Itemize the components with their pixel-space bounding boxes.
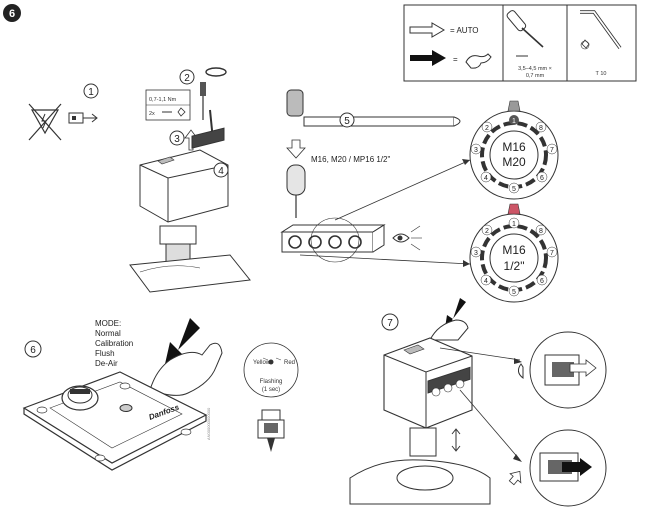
screwdriver-icon — [506, 10, 544, 57]
no-power-warning-icon — [28, 103, 62, 141]
step-7-install: 7 — [349, 298, 522, 505]
side-code: AN000000000000 — [206, 407, 211, 440]
thread-insert-strip — [280, 217, 386, 263]
svg-text:1: 1 — [512, 221, 516, 228]
mode-item-normal: Normal — [95, 329, 121, 338]
svg-text:3: 3 — [474, 250, 478, 257]
led-flashing-label: Flashing — [260, 379, 283, 385]
thread-dial-top: M16 M20 1 2 3 4 5 6 7 8 — [469, 100, 559, 200]
step-4-number: 4 — [218, 166, 224, 177]
svg-text:6: 6 — [540, 278, 544, 285]
screwdriver-spec-line2: 0,7 mm — [526, 73, 545, 79]
legend-auto-label: = AUTO — [450, 26, 479, 35]
svg-text:2: 2 — [485, 228, 489, 235]
mode-title: MODE: — [95, 319, 121, 328]
dial-bottom-line1: M16 — [502, 243, 526, 257]
solid-arrow-icon — [410, 50, 446, 66]
svg-text:5: 5 — [512, 186, 516, 193]
led-interval-label: (1 sec) — [262, 387, 280, 393]
step-2-4-actuator: 0,7-1,1 Nm 2x 2 3 4 — [129, 67, 251, 293]
torque-value: 0,7-1,1 Nm — [149, 97, 177, 103]
hand-icon — [465, 53, 492, 69]
page-badge: 6 — [3, 4, 21, 22]
dial-top-line2: M20 — [502, 155, 526, 169]
step-5-thread: 5 M16, M20 / MP16 1/2" — [280, 89, 471, 267]
torque-count: 2x — [149, 111, 155, 117]
step-5-number: 5 — [344, 116, 350, 127]
step-6-number: 6 — [30, 345, 36, 356]
svg-text:2: 2 — [485, 125, 489, 132]
svg-text:1: 1 — [512, 118, 516, 125]
hammer-icon — [286, 89, 461, 127]
detail-circle-top — [517, 331, 607, 409]
mode-item-calibration: Calibration — [95, 339, 133, 348]
thread-caption: M16, M20 / MP16 1/2" — [311, 155, 390, 164]
dial-top-numbers: 1 2 3 4 5 6 7 8 — [470, 115, 558, 194]
legend-box: = AUTO = 3,5–4,5 mm × 0,7 mm T 10 — [403, 4, 637, 82]
step-3-number: 3 — [174, 134, 180, 145]
plug-icon — [68, 112, 98, 124]
svg-text:7: 7 — [550, 250, 554, 257]
step-1-number: 1 — [88, 87, 94, 98]
mode-item-deair: De-Air — [95, 359, 118, 368]
torx-key-icon — [580, 10, 622, 50]
svg-text:4: 4 — [484, 278, 488, 285]
hand-icon — [149, 342, 223, 396]
detail-circle-bottom — [508, 429, 607, 507]
svg-text:7: 7 — [550, 147, 554, 154]
dial-bottom-numbers: 1 2 3 4 5 6 7 8 — [470, 217, 558, 297]
svg-text:3: 3 — [474, 147, 478, 154]
press-arrow-icon — [165, 318, 200, 364]
step-2-number: 2 — [184, 73, 190, 84]
eye-icon — [392, 225, 422, 251]
dial-top-line1: M16 — [502, 140, 526, 154]
svg-text:8: 8 — [539, 125, 543, 132]
step-1-warning: 1 — [28, 83, 99, 141]
legend-manual-eq: = — [453, 55, 458, 64]
hollow-arrow-icon — [409, 22, 445, 38]
svg-text:8: 8 — [539, 228, 543, 235]
led-red-label: Red — [284, 360, 295, 366]
screwdriver-spec-line1: 3,5–4,5 mm × — [518, 66, 552, 72]
svg-text:4: 4 — [484, 175, 488, 182]
step-6-mode: 6 MODE: Normal Calibration Flush De-Air … — [22, 318, 223, 471]
page-badge-number: 6 — [9, 8, 15, 20]
step-7-number: 7 — [387, 318, 393, 329]
led-indicator: Yellow Red Flashing (1 sec) — [243, 342, 299, 452]
valve-body-icon — [257, 409, 285, 452]
torx-label: T 10 — [596, 71, 607, 77]
svg-text:6: 6 — [540, 175, 544, 182]
thread-dial-bottom: M16 1/2" 1 2 3 4 5 6 7 8 — [469, 203, 559, 303]
mode-item-flush: Flush — [95, 349, 115, 358]
svg-text:5: 5 — [512, 289, 516, 296]
dial-bottom-line2: 1/2" — [504, 259, 525, 273]
actuator-top-plate: Danfoss — [22, 371, 208, 471]
led-yellow-label: Yellow — [253, 360, 271, 366]
